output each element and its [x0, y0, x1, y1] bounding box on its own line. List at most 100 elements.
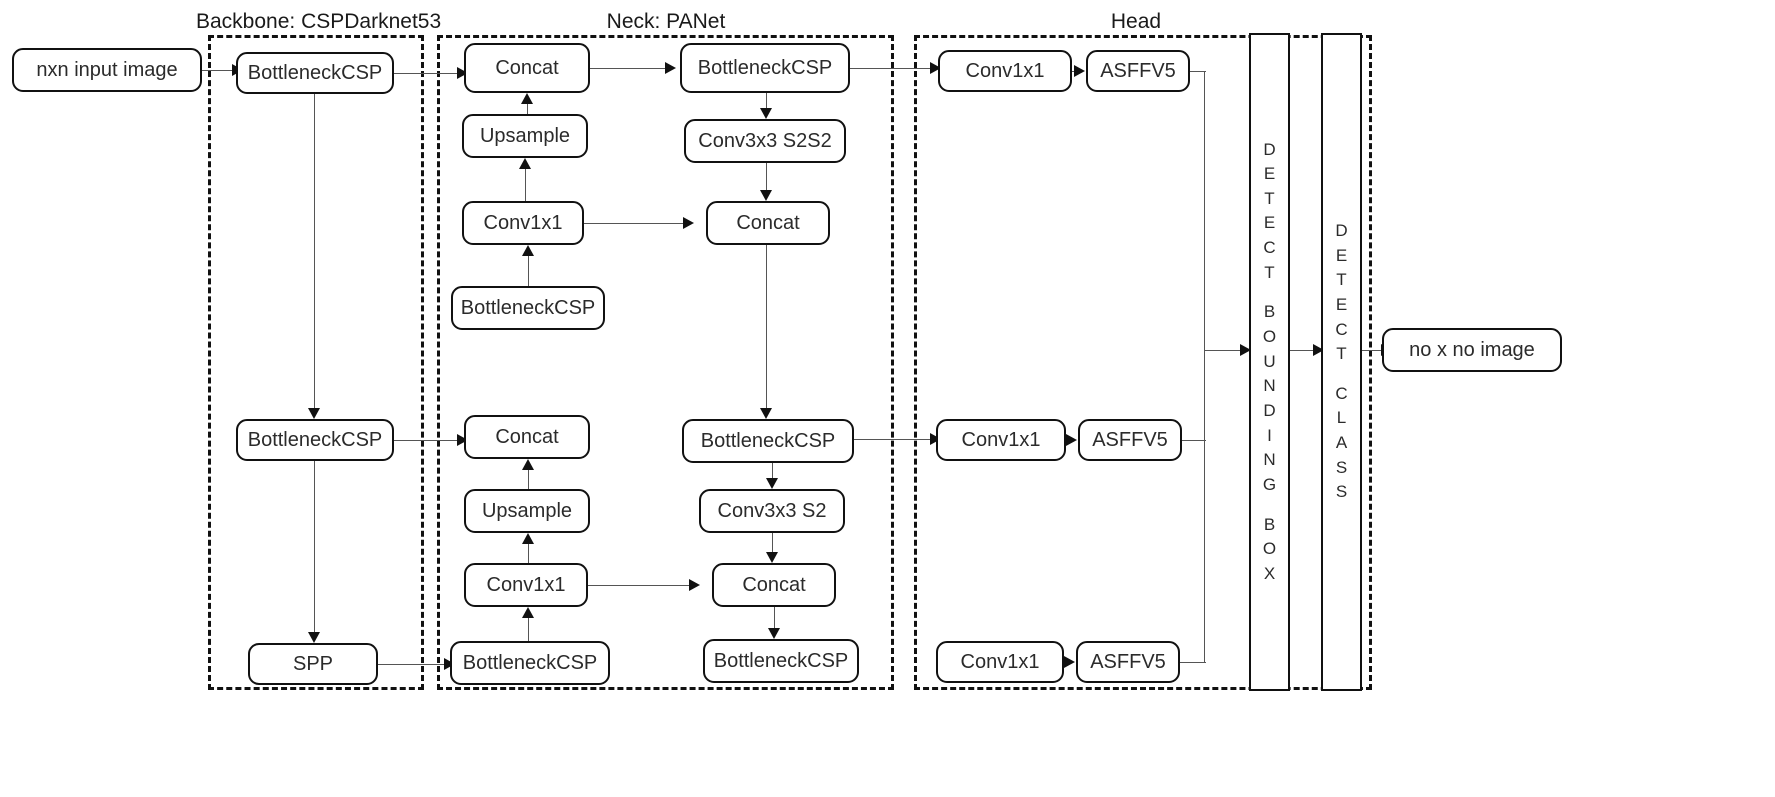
- group-head: [914, 35, 1372, 690]
- detect-class-column-char: T: [1336, 344, 1347, 364]
- node-neck-right-bottleneckcsp-1[interactable]: BottleneckCSP: [680, 43, 850, 93]
- edge-asff3-to-bus: [1180, 662, 1206, 663]
- detect-class-column-char: A: [1335, 433, 1348, 453]
- detect-bounding-box-column-char: X: [1263, 563, 1276, 583]
- edge-neck-conv1-to-right-concat1: [584, 223, 686, 224]
- detect-bounding-box-column-char: N: [1263, 450, 1276, 470]
- group-head-label: Head: [1110, 10, 1162, 33]
- edge-backbone-csp2-to-spp: [314, 461, 315, 632]
- detect-class-column-char: S: [1335, 482, 1348, 502]
- node-input-image[interactable]: nxn input image: [12, 48, 202, 92]
- edge-neck-conv1-to-upsample1: [525, 169, 526, 201]
- node-neck-right-bottleneckcsp-2[interactable]: BottleneckCSP: [682, 419, 854, 463]
- detect-bounding-box-column-char: T: [1264, 188, 1275, 208]
- node-neck-concat-2[interactable]: Concat: [464, 415, 590, 459]
- edge-backbone-spp-to-neck-csp2: [378, 664, 450, 665]
- arrowhead-neck-csp1-to-conv1: [521, 245, 534, 256]
- detect-bounding-box-column-char: E: [1263, 213, 1276, 233]
- edge-neck-conv2-to-upsample2: [528, 544, 529, 563]
- edge-neck-conv2-to-right-concat2: [588, 585, 692, 586]
- arrowhead-neck-upsample1-to-concat1: [520, 93, 533, 104]
- detect-bounding-box-column-char: B: [1263, 302, 1276, 322]
- group-neck-label: Neck: PANet: [606, 10, 726, 33]
- node-neck-upsample-1[interactable]: Upsample: [462, 114, 588, 158]
- edge-neck-right-concat1-to-csp2: [766, 245, 767, 408]
- arrowhead-backbone-csp1-to-csp2: [307, 408, 320, 419]
- arrowhead-neck-right-csp1-to-head-conv1: [930, 61, 941, 74]
- node-neck-right-conv3x3-1[interactable]: Conv3x3 S2S2: [684, 119, 846, 163]
- arrowhead-head-conv2-to-asff2: [1066, 433, 1077, 446]
- arrowhead-neck-right-conv1-to-concat1: [759, 190, 772, 201]
- detect-class-column-char: D: [1335, 220, 1348, 240]
- node-head-asffv5-1[interactable]: ASFFV5: [1086, 50, 1190, 92]
- detect-class-column-char: E: [1335, 245, 1348, 265]
- node-head-conv1x1-3[interactable]: Conv1x1: [936, 641, 1064, 683]
- edge-neck-upsample1-to-concat1: [527, 104, 528, 114]
- group-backbone-label: Backbone: CSPDarknet53: [196, 10, 442, 33]
- detect-bounding-box-column-char: U: [1263, 351, 1276, 371]
- edge-backbone-csp2-to-concat2: [394, 440, 462, 441]
- arrowhead-neck-upsample2-to-concat2: [521, 459, 534, 470]
- arrowhead-backbone-spp-to-neck-csp2: [444, 657, 455, 670]
- arrowhead-neck-right-csp1-to-conv1: [759, 108, 772, 119]
- edge-bus-to-detect-bbox: [1204, 350, 1249, 351]
- edge-neck-right-conv1-to-concat1: [766, 163, 767, 190]
- detect-bounding-box-column-char: C: [1263, 238, 1276, 258]
- edge-neck-right-csp2-to-conv2: [772, 463, 773, 478]
- arrowhead-neck-right-csp2-to-head-conv2: [930, 432, 941, 445]
- detect-bounding-box-column-char: G: [1262, 474, 1277, 494]
- node-neck-bottleneckcsp-2[interactable]: BottleneckCSP: [450, 641, 610, 685]
- node-neck-conv1x1-2[interactable]: Conv1x1: [464, 563, 588, 607]
- node-backbone-bottleneckcsp-1[interactable]: BottleneckCSP: [236, 52, 394, 94]
- arrowhead-backbone-csp1-to-concat1: [457, 66, 468, 79]
- node-head-conv1x1-2[interactable]: Conv1x1: [936, 419, 1066, 461]
- arrowhead-neck-conv2-to-right-concat2: [689, 578, 700, 591]
- arrowhead-neck-right-concat1-to-csp2: [759, 408, 772, 419]
- edge-neck-concat1-to-right-csp1: [590, 68, 670, 69]
- edge-input-to-backbone: [202, 70, 236, 71]
- node-neck-bottleneckcsp-1[interactable]: BottleneckCSP: [451, 286, 605, 330]
- edge-backbone-csp1-to-concat1: [394, 73, 462, 74]
- arrowhead-bus-to-detect-bbox: [1240, 343, 1251, 356]
- arrowhead-head-conv1-to-asff1: [1074, 64, 1085, 77]
- arrowhead-neck-right-csp2-to-conv2: [765, 478, 778, 489]
- node-head-conv1x1-1[interactable]: Conv1x1: [938, 50, 1072, 92]
- detect-bounding-box-column-char: E: [1263, 164, 1276, 184]
- node-neck-right-bottleneckcsp-3[interactable]: BottleneckCSP: [703, 639, 859, 683]
- edge-neck-right-csp2-to-head-conv2: [854, 439, 936, 440]
- node-neck-conv1x1-1[interactable]: Conv1x1: [462, 201, 584, 245]
- arrowhead-backbone-csp2-to-spp: [307, 632, 320, 643]
- edge-detect-class-to-output: [1362, 350, 1390, 351]
- node-output-image[interactable]: no x no image: [1382, 328, 1562, 372]
- edge-neck-csp2-to-conv2: [528, 618, 529, 641]
- detect-class-column-char: E: [1335, 294, 1348, 314]
- node-neck-right-concat-2[interactable]: Concat: [712, 563, 836, 607]
- node-neck-upsample-2[interactable]: Upsample: [464, 489, 590, 533]
- edge-asff2-to-bus: [1182, 440, 1206, 441]
- detect-bounding-box-column-char: N: [1263, 376, 1276, 396]
- detection-bus-vertical: [1204, 71, 1205, 662]
- edge-neck-right-conv2-to-concat2: [772, 533, 773, 552]
- node-backbone-spp[interactable]: SPP: [248, 643, 378, 685]
- node-neck-concat-1[interactable]: Concat: [464, 43, 590, 93]
- node-head-asffv5-2[interactable]: ASFFV5: [1078, 419, 1182, 461]
- edge-asff1-to-bus: [1190, 71, 1206, 72]
- edge-neck-right-csp1-to-conv1: [766, 93, 767, 108]
- arrowhead-neck-conv1-to-upsample1: [518, 158, 531, 169]
- detect-class-column-char: T: [1336, 270, 1347, 290]
- node-head-asffv5-3[interactable]: ASFFV5: [1076, 641, 1180, 683]
- edge-neck-right-csp1-to-head-conv1: [850, 68, 936, 69]
- arrowhead-neck-conv1-to-right-concat1: [683, 216, 694, 229]
- detect-class-column-char: S: [1335, 457, 1348, 477]
- node-backbone-bottleneckcsp-2[interactable]: BottleneckCSP: [236, 419, 394, 461]
- arrowhead-neck-right-concat2-to-csp3: [767, 628, 780, 639]
- group-neck: [437, 35, 894, 690]
- detect-bounding-box-column-char: O: [1262, 539, 1277, 559]
- arrowhead-neck-conv2-to-upsample2: [521, 533, 534, 544]
- detect-class-column-char: C: [1335, 383, 1348, 403]
- node-neck-right-conv3x3-2[interactable]: Conv3x3 S2: [699, 489, 845, 533]
- node-neck-right-concat-1[interactable]: Concat: [706, 201, 830, 245]
- detect-bounding-box-column-char: D: [1263, 139, 1276, 159]
